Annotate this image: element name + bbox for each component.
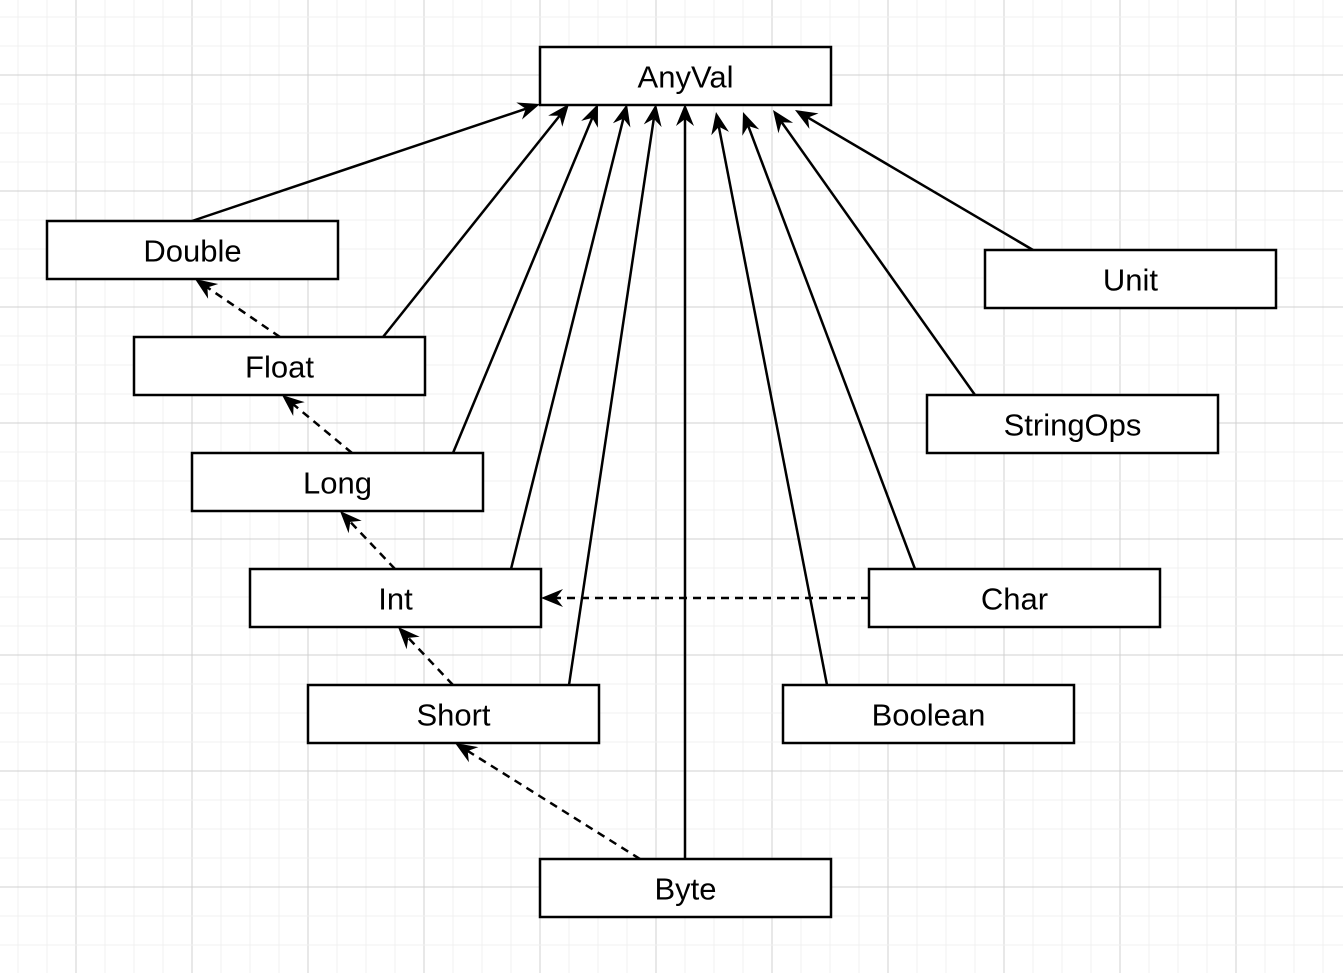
arrowhead-icon [398,627,420,650]
node-box[interactable] [983,248,1278,310]
arrowhead-icon [711,112,729,136]
node-label: Long [303,466,372,501]
solid-connector [451,117,594,454]
dashed-connector [292,403,353,454]
arrowhead-icon [541,589,563,607]
node-stringops[interactable]: StringOps [925,393,1220,455]
node-box[interactable] [867,567,1162,629]
arrowhead-icon [516,102,540,120]
solid-connector [717,126,829,686]
solid-connector [747,125,917,570]
node-label: StringOps [1004,408,1142,443]
solid-connector [509,118,625,570]
arrowhead-icon [795,110,819,129]
node-label: AnyVal [638,60,734,95]
node-label: Byte [654,872,716,907]
edge-long-to-float [282,395,353,454]
edges-layer [191,102,1034,861]
edge-byte-to-anyval [676,104,694,859]
node-char[interactable]: Char [867,567,1162,629]
arrowhead-icon [612,104,631,128]
node-label: Short [416,698,490,733]
node-byte[interactable]: Byte [538,857,833,919]
node-float[interactable]: Float [132,335,427,397]
edge-unit-to-anyval [795,110,1034,252]
arrowhead-icon [455,743,479,763]
edge-int-to-anyval [509,104,631,570]
edge-char-to-int [541,589,869,607]
edge-float-to-anyval [382,104,569,338]
edge-double-to-anyval [191,102,540,223]
node-box[interactable] [190,451,485,513]
node-label: Char [981,582,1048,617]
edge-char-to-anyval [742,112,917,570]
node-box[interactable] [538,857,833,919]
node-long[interactable]: Long [190,451,485,513]
node-box[interactable] [538,45,833,107]
node-int[interactable]: Int [248,567,543,629]
edge-short-to-anyval [567,104,662,686]
arrowhead-icon [195,279,219,299]
dashed-connector [206,286,281,339]
node-anyval[interactable]: AnyVal [538,45,833,107]
node-box[interactable] [45,219,340,281]
node-double[interactable]: Double [45,219,340,281]
arrowhead-icon [581,104,598,128]
dashed-connector [407,637,454,686]
node-short[interactable]: Short [306,683,601,745]
arrowhead-icon [548,104,569,127]
edge-byte-to-short [455,743,641,861]
edge-stringops-to-anyval [773,110,977,396]
arrowhead-icon [340,511,362,534]
edge-int-to-long [340,511,396,570]
arrowhead-icon [676,104,694,126]
edge-long-to-anyval [451,104,598,454]
solid-connector [191,107,527,223]
edge-short-to-int [398,627,454,686]
solid-connector [382,114,561,338]
node-box[interactable] [248,567,543,629]
node-box[interactable] [925,393,1220,455]
node-box[interactable] [132,335,427,397]
edge-boolean-to-anyval [711,112,829,686]
node-box[interactable] [306,683,601,745]
dashed-connector [467,749,641,861]
node-label: Unit [1103,263,1159,298]
solid-connector [780,121,977,396]
node-boolean[interactable]: Boolean [781,683,1076,745]
arrowhead-icon [282,395,305,416]
node-label: Double [143,234,241,269]
node-label: Float [245,350,314,385]
solid-connector [807,116,1034,252]
node-box[interactable] [781,683,1076,745]
edge-float-to-double [195,279,281,339]
arrowhead-icon [643,104,662,128]
node-unit[interactable]: Unit [983,248,1278,310]
solid-connector [567,118,656,686]
dashed-connector [349,521,396,570]
node-label: Int [378,582,413,617]
arrowhead-icon [742,112,760,136]
node-label: Boolean [872,698,986,733]
arrowhead-icon [773,110,794,134]
